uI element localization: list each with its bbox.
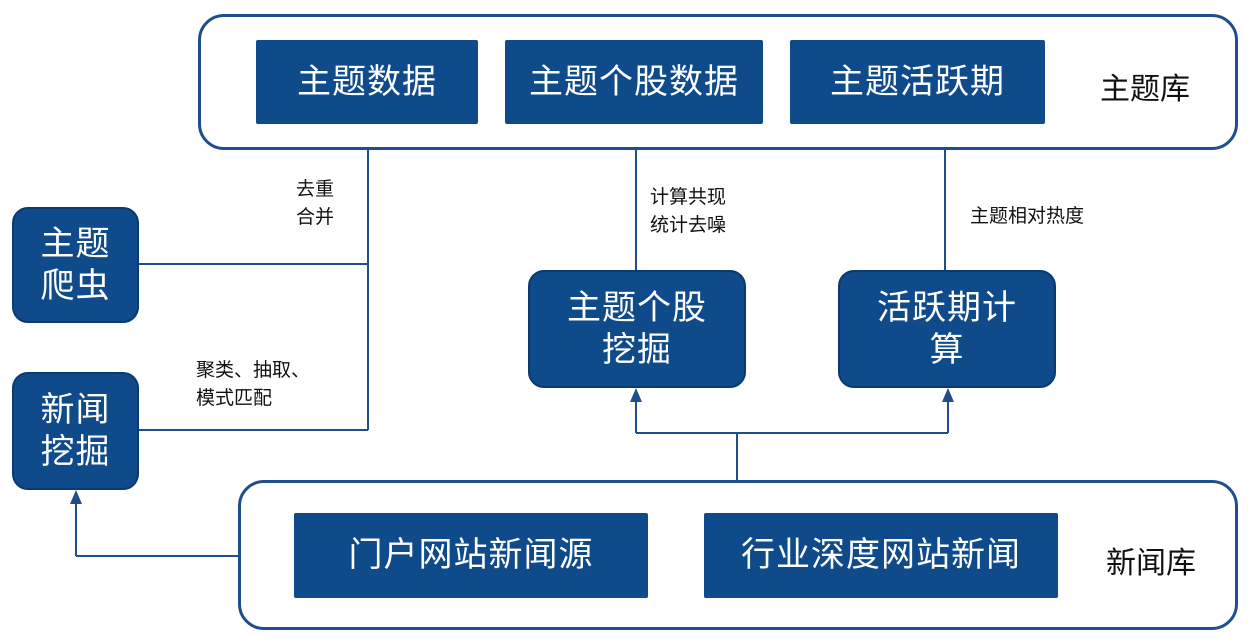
- topic-active-period-box: 主题活跃期: [790, 40, 1045, 124]
- news-library-label: 新闻库: [1106, 546, 1196, 581]
- topic-crawler-box: 主题 爬虫: [12, 207, 139, 323]
- arrow-to-news-mining: [70, 490, 82, 504]
- news-mining-label: 新闻 挖掘: [40, 389, 111, 473]
- industry-deep-news-label: 行业深度网站新闻: [741, 535, 1021, 576]
- active-period-calc-label: 活跃期计 算: [877, 287, 1017, 371]
- industry-deep-news-box: 行业深度网站新闻: [704, 513, 1058, 598]
- topic-stock-mining-box: 主题个股 挖掘: [528, 270, 746, 388]
- arrow-to-stock-mining: [630, 388, 642, 402]
- topic-data-label: 主题数据: [297, 61, 437, 102]
- portal-news-source-label: 门户网站新闻源: [348, 535, 594, 576]
- topic-data-box: 主题数据: [256, 40, 478, 124]
- cluster-extract-label: 聚类、抽取、 模式匹配: [196, 359, 311, 409]
- topic-stock-mining-label: 主题个股 挖掘: [567, 287, 707, 371]
- topic-stock-data-box: 主题个股数据: [505, 40, 763, 124]
- topic-library-label: 主题库: [1100, 72, 1190, 107]
- topic-active-period-label: 主题活跃期: [830, 61, 1005, 102]
- dedup-merge-label: 去重 合并: [296, 178, 335, 228]
- active-period-calc-box: 活跃期计 算: [838, 270, 1056, 388]
- cooccurrence-label: 计算共现 统计去噪: [650, 186, 727, 236]
- arrow-to-active-calc: [942, 388, 954, 402]
- topic-stock-data-label: 主题个股数据: [529, 61, 739, 102]
- news-mining-box: 新闻 挖掘: [12, 372, 139, 490]
- topic-crawler-label: 主题 爬虫: [40, 223, 111, 307]
- relative-heat-label: 主题相对热度: [970, 205, 1085, 227]
- portal-news-source-box: 门户网站新闻源: [294, 513, 648, 598]
